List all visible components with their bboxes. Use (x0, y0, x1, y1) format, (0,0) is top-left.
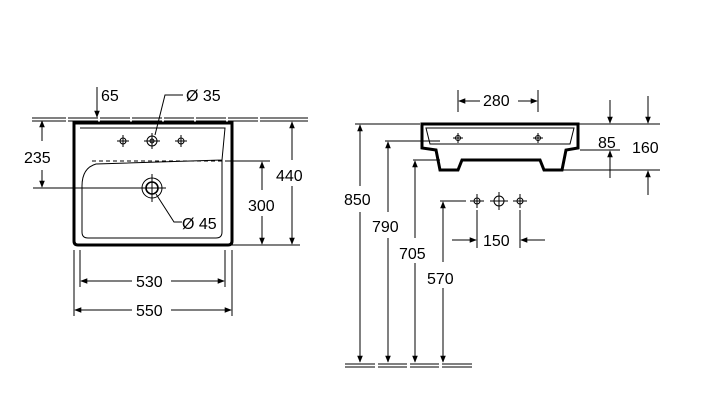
label-850: 850 (344, 192, 371, 209)
leader-dia-35 (154, 94, 183, 136)
basin-bowl (80, 127, 226, 239)
side-tap-right (533, 133, 543, 143)
tap-hole-center (144, 133, 160, 149)
label-160: 160 (632, 140, 659, 157)
label-150: 150 (483, 233, 510, 250)
wall-tap-center (490, 192, 508, 210)
side-tap-left (453, 133, 463, 143)
basin-outline (72, 121, 234, 247)
label-280: 280 (483, 93, 510, 110)
plan-view: Ø 35 Ø 45 65 235 300 440 530 55 (24, 87, 308, 320)
tap-hole-right (175, 135, 187, 147)
side-view: 280 85 160 850 790 705 570 (344, 90, 660, 368)
side-basin-outline (420, 122, 580, 172)
label-550: 550 (136, 303, 163, 320)
label-dia-45: Ø 45 (182, 216, 217, 233)
label-790: 790 (372, 219, 399, 236)
label-300: 300 (248, 198, 275, 215)
label-570: 570 (427, 271, 454, 288)
label-705: 705 (399, 246, 426, 263)
leader-dia-45 (155, 193, 182, 223)
label-440: 440 (276, 168, 303, 185)
label-85: 85 (598, 135, 616, 152)
side-basin-inner (425, 127, 575, 145)
tap-hole-left (117, 135, 129, 147)
label-530: 530 (136, 274, 163, 291)
floor-line (345, 363, 472, 368)
label-65: 65 (101, 88, 119, 105)
label-235: 235 (24, 150, 51, 167)
wall-tap-left (470, 194, 484, 208)
wall-tap-right (513, 194, 527, 208)
wall-line (32, 117, 308, 122)
label-dia-35: Ø 35 (186, 88, 221, 105)
